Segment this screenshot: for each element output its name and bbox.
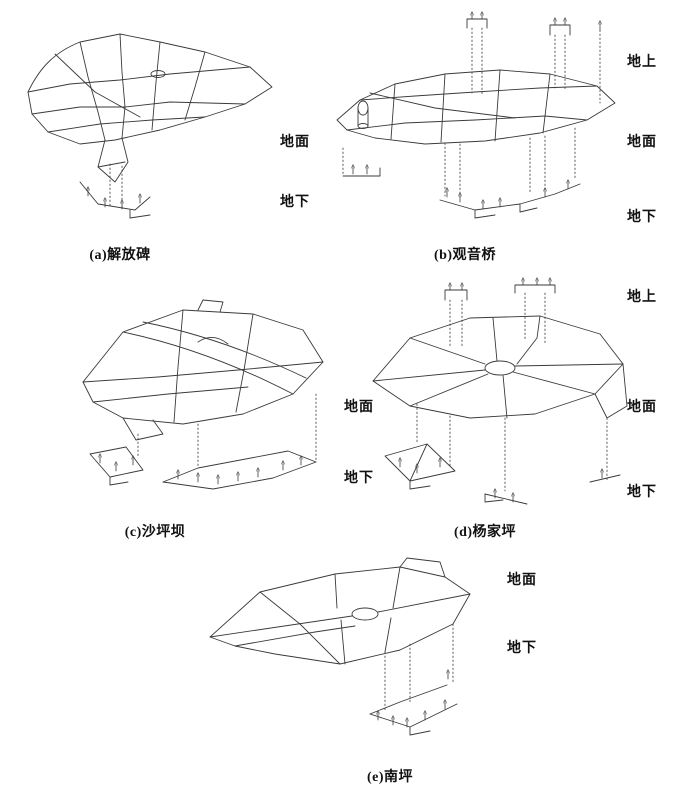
panel-c-caption: (c)沙坪坝 (124, 525, 186, 540)
panel-a-label-underground: 地下 (280, 195, 310, 210)
network-diagram-e (209, 557, 471, 736)
network-diagram-a (27, 33, 273, 219)
panel-e-label-underground: 地下 (507, 641, 537, 656)
panel-d-caption: (d)杨家坪 (453, 525, 517, 540)
panel-e-label-ground: 地面 (507, 573, 537, 588)
panel-c-label-ground: 地面 (344, 400, 374, 415)
panel-e-caption: (e)南坪 (366, 770, 414, 785)
panel-b-label-underground: 地下 (627, 210, 657, 225)
panel-b-label-aboveground: 地上 (627, 55, 657, 70)
panel-a-label-ground: 地面 (280, 135, 310, 150)
panel-d-label-ground: 地面 (627, 400, 657, 415)
panel-d-label-aboveground: 地上 (627, 290, 657, 305)
network-diagram-d (372, 276, 628, 505)
panel-d-label-underground: 地下 (627, 485, 657, 500)
panel-a-caption: (a)解放碑 (89, 248, 151, 263)
network-diagram-c (82, 299, 324, 490)
network-diagram-b (336, 8, 616, 219)
panel-b-label-ground: 地面 (627, 135, 657, 150)
panel-c-label-underground: 地下 (344, 471, 374, 486)
panel-b-caption: (b)观音桥 (433, 248, 497, 263)
